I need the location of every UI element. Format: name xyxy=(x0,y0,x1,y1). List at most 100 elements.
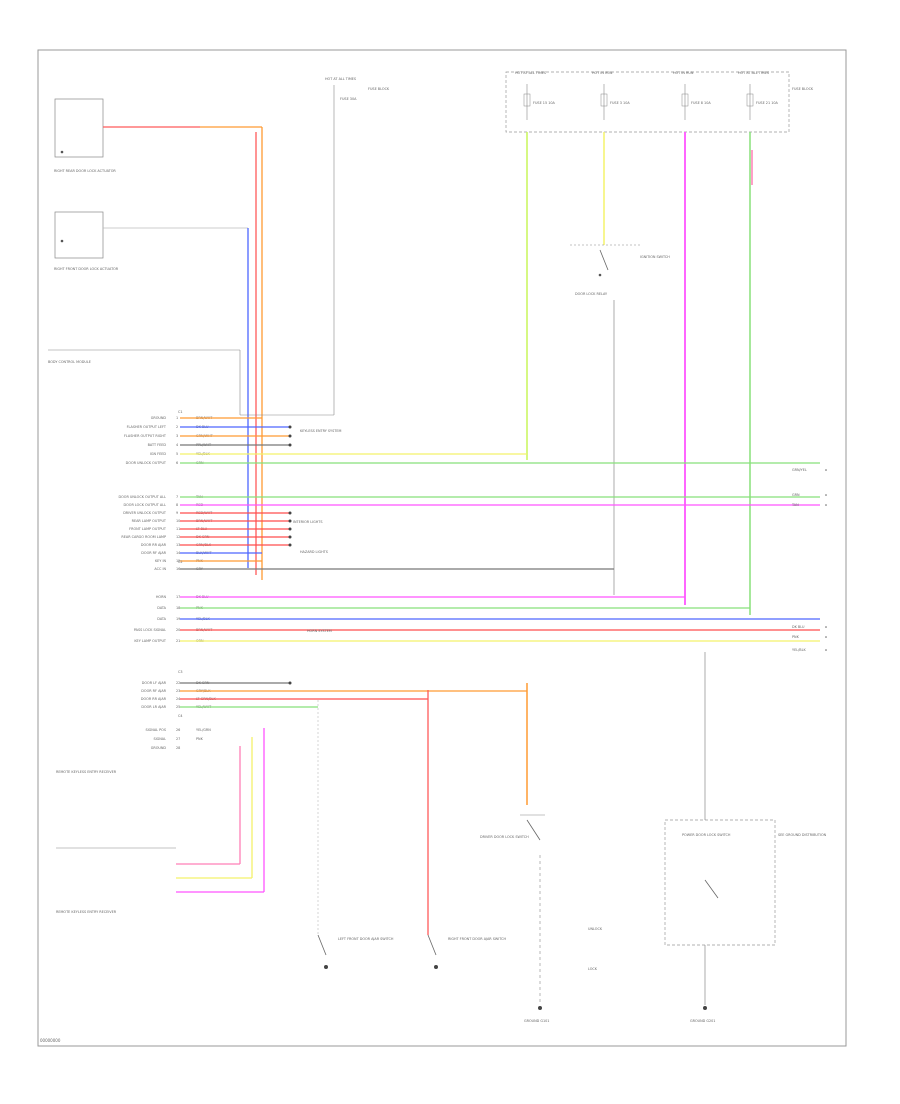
right-tag-dot xyxy=(825,494,827,496)
receiver-label: REMOTE KEYLESS ENTRY RECEIVER xyxy=(56,910,117,914)
power-door-lock-switch: POWER DOOR LOCK SWITCH GROUND G201 SEE G… xyxy=(664,652,827,1023)
ignition-switch-label: IGNITION SWITCH xyxy=(640,255,670,259)
bcm-pin-label: DOOR LR AJAR xyxy=(141,705,166,709)
c3-label: C3 xyxy=(178,670,183,674)
right-tag-dot xyxy=(825,636,827,638)
c2-label: C2 xyxy=(178,560,183,564)
splice-dot xyxy=(288,434,292,438)
bcm-label: BODY CONTROL MODULE xyxy=(48,360,91,364)
bcm-pin-number: 9 xyxy=(176,511,178,515)
fuse-hot-label: HOT AT ALL TIMES xyxy=(738,71,769,75)
fuse-hot-label: HOT IN RUN xyxy=(673,71,694,75)
ignition-switch: IGNITION SWITCH DOOR LOCK RELAY xyxy=(570,244,670,595)
fuse-rating-label: FUSE 8 10A xyxy=(691,101,711,105)
bcm-pin-label: KEY LAMP OUTPUT xyxy=(134,639,167,643)
bcm-pin-number: 8 xyxy=(176,503,178,507)
bcm-pin-number: 10 xyxy=(176,519,180,523)
bcm-wire-color: PNK xyxy=(196,737,204,741)
bcm-pin-label: HORN xyxy=(156,595,167,599)
right-tag-label: GRN/YEL xyxy=(792,468,807,472)
bus-top-label: HOT AT ALL TIMES xyxy=(325,77,356,81)
bcm-pin-number: 23 xyxy=(176,689,180,693)
bcm-pin-number: 24 xyxy=(176,697,180,701)
bcm-pin-number: 7 xyxy=(176,495,178,499)
ground-g2-label: GROUND G201 xyxy=(690,1019,715,1023)
bcm-pin-label: SIGNAL POS xyxy=(146,728,166,732)
hazard-lights-label: HAZARD LIGHTS xyxy=(300,550,328,554)
rf-door-lock-actuator-label: RIGHT FRONT DOOR LOCK ACTUATOR xyxy=(54,267,119,271)
fuse-element xyxy=(600,93,608,107)
rr-door-lock-actuator: RIGHT REAR DOOR LOCK ACTUATOR xyxy=(54,98,116,173)
bcm-pin-label: DATA xyxy=(157,606,166,610)
bcm-pin-label: ACC IN xyxy=(154,567,166,571)
diagram-frame xyxy=(37,49,847,1047)
fuse-element xyxy=(681,93,689,107)
bcm-pin-number: 26 xyxy=(176,728,180,732)
driver-door-switch: DRIVER DOOR LOCK SWITCH GROUND G101 UNLO… xyxy=(480,683,603,1023)
c4-label: C4 xyxy=(178,714,183,718)
body-control-module: BODY CONTROL MODULE GROUND1BRN/WHTFLASHE… xyxy=(48,349,240,750)
c1-label: C1 xyxy=(178,410,183,414)
bcm-pin-label: REAR LAMP OUTPUT xyxy=(132,519,167,523)
bcm-pin-number: 17 xyxy=(176,595,180,599)
bcm-pin-label: FRONT LAMP OUTPUT xyxy=(129,527,167,531)
bcm-pin-number: 21 xyxy=(176,639,180,643)
rf-ajar-label: RIGHT FRONT DOOR AJAR SWITCH xyxy=(448,937,506,941)
rf-door-ajar-switch: RIGHT FRONT DOOR AJAR SWITCH xyxy=(427,690,506,969)
bcm-pin-number: 27 xyxy=(176,737,180,741)
splice-dot xyxy=(288,681,292,685)
splice-dot xyxy=(288,527,292,531)
bcm-pin-number: 25 xyxy=(176,705,180,709)
bcm-pin-number: 18 xyxy=(176,606,180,610)
keyless-entry-label: KEYLESS ENTRY SYSTEM xyxy=(300,429,341,433)
bcm-pin-number: 3 xyxy=(176,434,178,438)
bcm-pin-label: PASS LOCK SIGNAL xyxy=(134,628,166,632)
lf-ajar-label: LEFT FRONT DOOR AJAR SWITCH xyxy=(338,937,394,941)
rf-door-lock-actuator: RIGHT FRONT DOOR LOCK ACTUATOR xyxy=(54,211,119,271)
unlock-label: UNLOCK xyxy=(588,927,603,931)
bcm-pin-label: DRIVER UNLOCK OUTPUT xyxy=(123,511,167,515)
ground-g1-label: GROUND G101 xyxy=(524,1019,549,1023)
right-tag-dot xyxy=(825,469,827,471)
bcm-pin-number: 22 xyxy=(176,681,180,685)
lock-label: LOCK xyxy=(588,967,598,971)
bcm-pin-number: 28 xyxy=(176,746,180,750)
bcm-pin-label: DOOR RF AJAR xyxy=(141,689,166,693)
right-tag-dot xyxy=(825,626,827,628)
rr-door-lock-actuator-label: RIGHT REAR DOOR LOCK ACTUATOR xyxy=(54,169,116,173)
bcm-pin-label: KEY IN xyxy=(155,559,167,563)
bcm-pin-label: BATT FEED xyxy=(148,443,167,447)
right-tag-label: PNK xyxy=(792,635,800,639)
bcm-pin-label: FLASHER OUTPUT RIGHT xyxy=(124,434,167,438)
bcm-pin-label: DOOR RR AJAR xyxy=(141,543,167,547)
bcm-pin-label: DOOR LOCK OUTPUT ALL xyxy=(124,503,167,507)
remote-keyless-receiver: REMOTE KEYLESS ENTRY RECEIVER REMOTE KEY… xyxy=(56,770,176,914)
bcm-pin-label: SIGNAL xyxy=(153,737,166,741)
fuse-rating-label: FUSE 3 10A xyxy=(610,101,630,105)
bcm-pin-number: 4 xyxy=(176,443,178,447)
splice-dot xyxy=(288,511,292,515)
horn-system-label: HORN SYSTEM xyxy=(307,629,332,633)
fuse-rating-label: FUSE 21 10A xyxy=(756,101,779,105)
bcm-pin-number: 20 xyxy=(176,628,180,632)
bcm-pin-number: 13 xyxy=(176,543,180,547)
bcm-pin-number: 15 xyxy=(176,559,180,563)
right-tag-label: YEL/BLK xyxy=(792,648,806,652)
fuse-element xyxy=(746,93,754,107)
bcm-wire-color: YEL/GRN xyxy=(196,728,211,732)
bcm-pin-number: 16 xyxy=(176,567,180,571)
bcm-pin-number: 5 xyxy=(176,452,178,456)
receiver-label-top: REMOTE KEYLESS ENTRY RECEIVER xyxy=(56,770,117,774)
splice-dot xyxy=(288,543,292,547)
relay-label: DOOR LOCK RELAY xyxy=(575,292,608,296)
splice-dot xyxy=(288,443,292,447)
fuse-hot-label: HOT IN RUN xyxy=(592,71,613,75)
bcm-pin-label: DOOR RR AJAR xyxy=(141,697,167,701)
bcm-pin-label: FLASHER OUTPUT LEFT xyxy=(127,425,167,429)
right-tag-label: DK BLU xyxy=(792,625,805,629)
bcm-pin-label: DOOR UNLOCK OUTPUT ALL xyxy=(119,495,167,499)
